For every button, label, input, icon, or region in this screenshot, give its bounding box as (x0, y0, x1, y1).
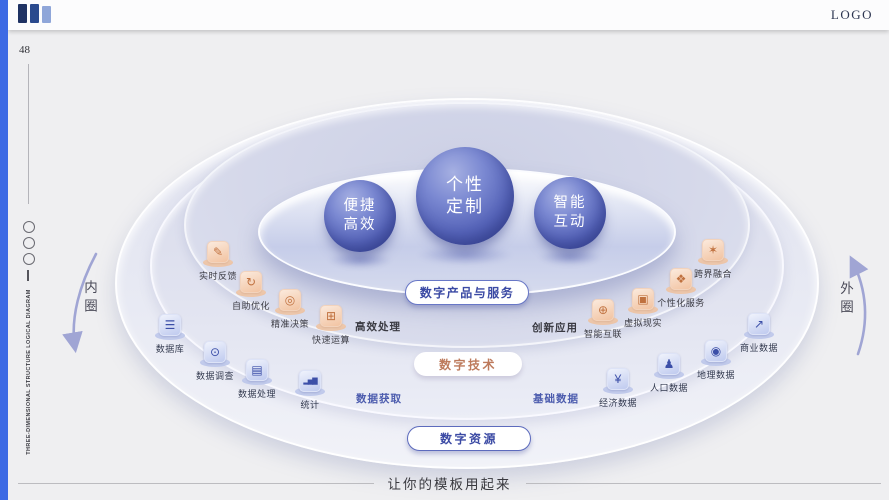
node-self-optimization: ↻ 自助优化 (221, 271, 281, 312)
sphere-reflection (328, 252, 392, 268)
node-label: 数据库 (155, 344, 185, 354)
sphere-text: 互动 (553, 214, 587, 230)
node-label: 统计 (300, 400, 320, 410)
people-network-icon: ✶ (702, 239, 724, 261)
sphere-text: 定制 (446, 197, 484, 216)
vertical-caption: THREE-DIMENSIONAL STRUCTURE LOGICAL DIAG… (26, 289, 32, 455)
rail-dots (23, 221, 35, 265)
footer: 让你的模板用起来 (18, 475, 881, 492)
survey-search-icon: ⊙ (204, 341, 226, 363)
text-efficient-processing: 高效处理 (355, 321, 401, 333)
node-data-survey: ⊙ 数据调查 (185, 341, 245, 382)
node-crossover-fusion: ✶ 跨界融合 (683, 239, 743, 280)
text-innovative-application: 创新应用 (532, 322, 578, 334)
rail-dot-icon (23, 253, 35, 265)
pill-digital-resources: 数字资源 (407, 426, 531, 451)
node-label: 虚拟现实 (623, 318, 662, 328)
node-label: 实时反馈 (198, 271, 237, 281)
custom-service-icon: ❖ (670, 268, 692, 290)
outer-circle-label: 外圈 (838, 281, 853, 318)
sphere-text: 便捷 (343, 198, 377, 215)
target-icon: ◎ (279, 289, 301, 311)
page-number: 48 (19, 44, 30, 56)
node-label: 经济数据 (598, 398, 637, 408)
node-population-data: ♟ 人口数据 (639, 353, 699, 394)
node-precise-decision: ◎ 精准决策 (260, 289, 320, 330)
smart-link-icon: ⊕ (592, 299, 614, 321)
people-icon: ♟ (658, 353, 680, 375)
left-accent-stripe (0, 0, 8, 500)
logo-block-dark (18, 4, 27, 23)
refresh-gauge-icon: ↻ (240, 271, 262, 293)
database-icon: ☰ (159, 314, 181, 336)
rail-dash-icon (27, 270, 29, 281)
node-data-processing: ▤ 数据处理 (227, 359, 287, 400)
logo-text: LOGO (830, 7, 873, 22)
inner-circle-label: 内圈 (82, 280, 97, 317)
yen-currency-icon: ¥ (607, 368, 629, 390)
rail-dot-icon (23, 221, 35, 233)
node-label: 数据处理 (237, 389, 276, 399)
node-label: 地理数据 (696, 370, 735, 380)
node-label: 跨界融合 (693, 269, 732, 279)
text-basic-data: 基础数据 (533, 393, 579, 405)
node-label: 快速运算 (311, 335, 350, 345)
node-geographic-data: ◉ 地理数据 (686, 340, 746, 381)
pill-digital-products-services: 数字产品与服务 (405, 280, 529, 305)
node-label: 个性化服务 (657, 298, 705, 308)
node-label: 商业数据 (739, 343, 778, 353)
sphere-reflection (417, 245, 513, 265)
sphere-reflection (538, 249, 602, 265)
sphere-convenient-efficient: 便捷 高效 (324, 180, 396, 252)
bar-chart-icon: ▂▅▇ (299, 370, 321, 392)
node-database: ☰ 数据库 (140, 314, 200, 355)
sphere-text: 高效 (343, 217, 377, 233)
logo-block-light (42, 6, 51, 23)
rail-dot-icon (23, 237, 35, 249)
node-label: 人口数据 (649, 383, 688, 393)
trend-chart-icon: ↗ (748, 313, 770, 335)
header-bar: LOGO (8, 0, 889, 30)
sphere-text: 个性 (446, 174, 484, 194)
logo-blocks-icon (18, 4, 51, 23)
node-label: 精准决策 (270, 319, 309, 329)
document-process-icon: ▤ (246, 359, 268, 381)
node-statistics: ▂▅▇ 统计 (280, 370, 340, 411)
calculator-icon: ⊞ (320, 305, 342, 327)
node-smart-interconnect: ⊕ 智能互联 (573, 299, 633, 340)
location-pin-icon: ◉ (705, 340, 727, 362)
rail-divider-line (28, 64, 29, 204)
node-label: 数据调查 (195, 371, 234, 381)
node-business-data: ↗ 商业数据 (729, 313, 789, 354)
footer-rule-left (18, 482, 374, 484)
pill-digital-technology: 数字技术 (414, 352, 522, 376)
node-fast-computing: ⊞ 快速运算 (301, 305, 361, 346)
node-label: 智能互联 (583, 329, 622, 339)
node-virtual-reality: ▣ 虚拟现实 (613, 288, 673, 329)
node-economic-data: ¥ 经济数据 (588, 368, 648, 409)
sphere-smart-interact: 智能 互动 (534, 177, 606, 249)
node-label: 自助优化 (231, 301, 270, 311)
node-realtime-feedback: ✎ 实时反馈 (188, 241, 248, 282)
footer-rule-right (525, 482, 881, 484)
footer-tagline: 让你的模板用起来 (387, 477, 512, 492)
node-personalized-service: ❖ 个性化服务 (651, 268, 711, 309)
text-data-acquisition: 数据获取 (356, 393, 402, 405)
sphere-personal-custom: 个性 定制 (416, 147, 514, 245)
feedback-note-icon: ✎ (207, 241, 229, 263)
sphere-text: 智能 (553, 195, 587, 212)
vr-headset-icon: ▣ (632, 288, 654, 310)
logo-block-navy (30, 4, 39, 23)
